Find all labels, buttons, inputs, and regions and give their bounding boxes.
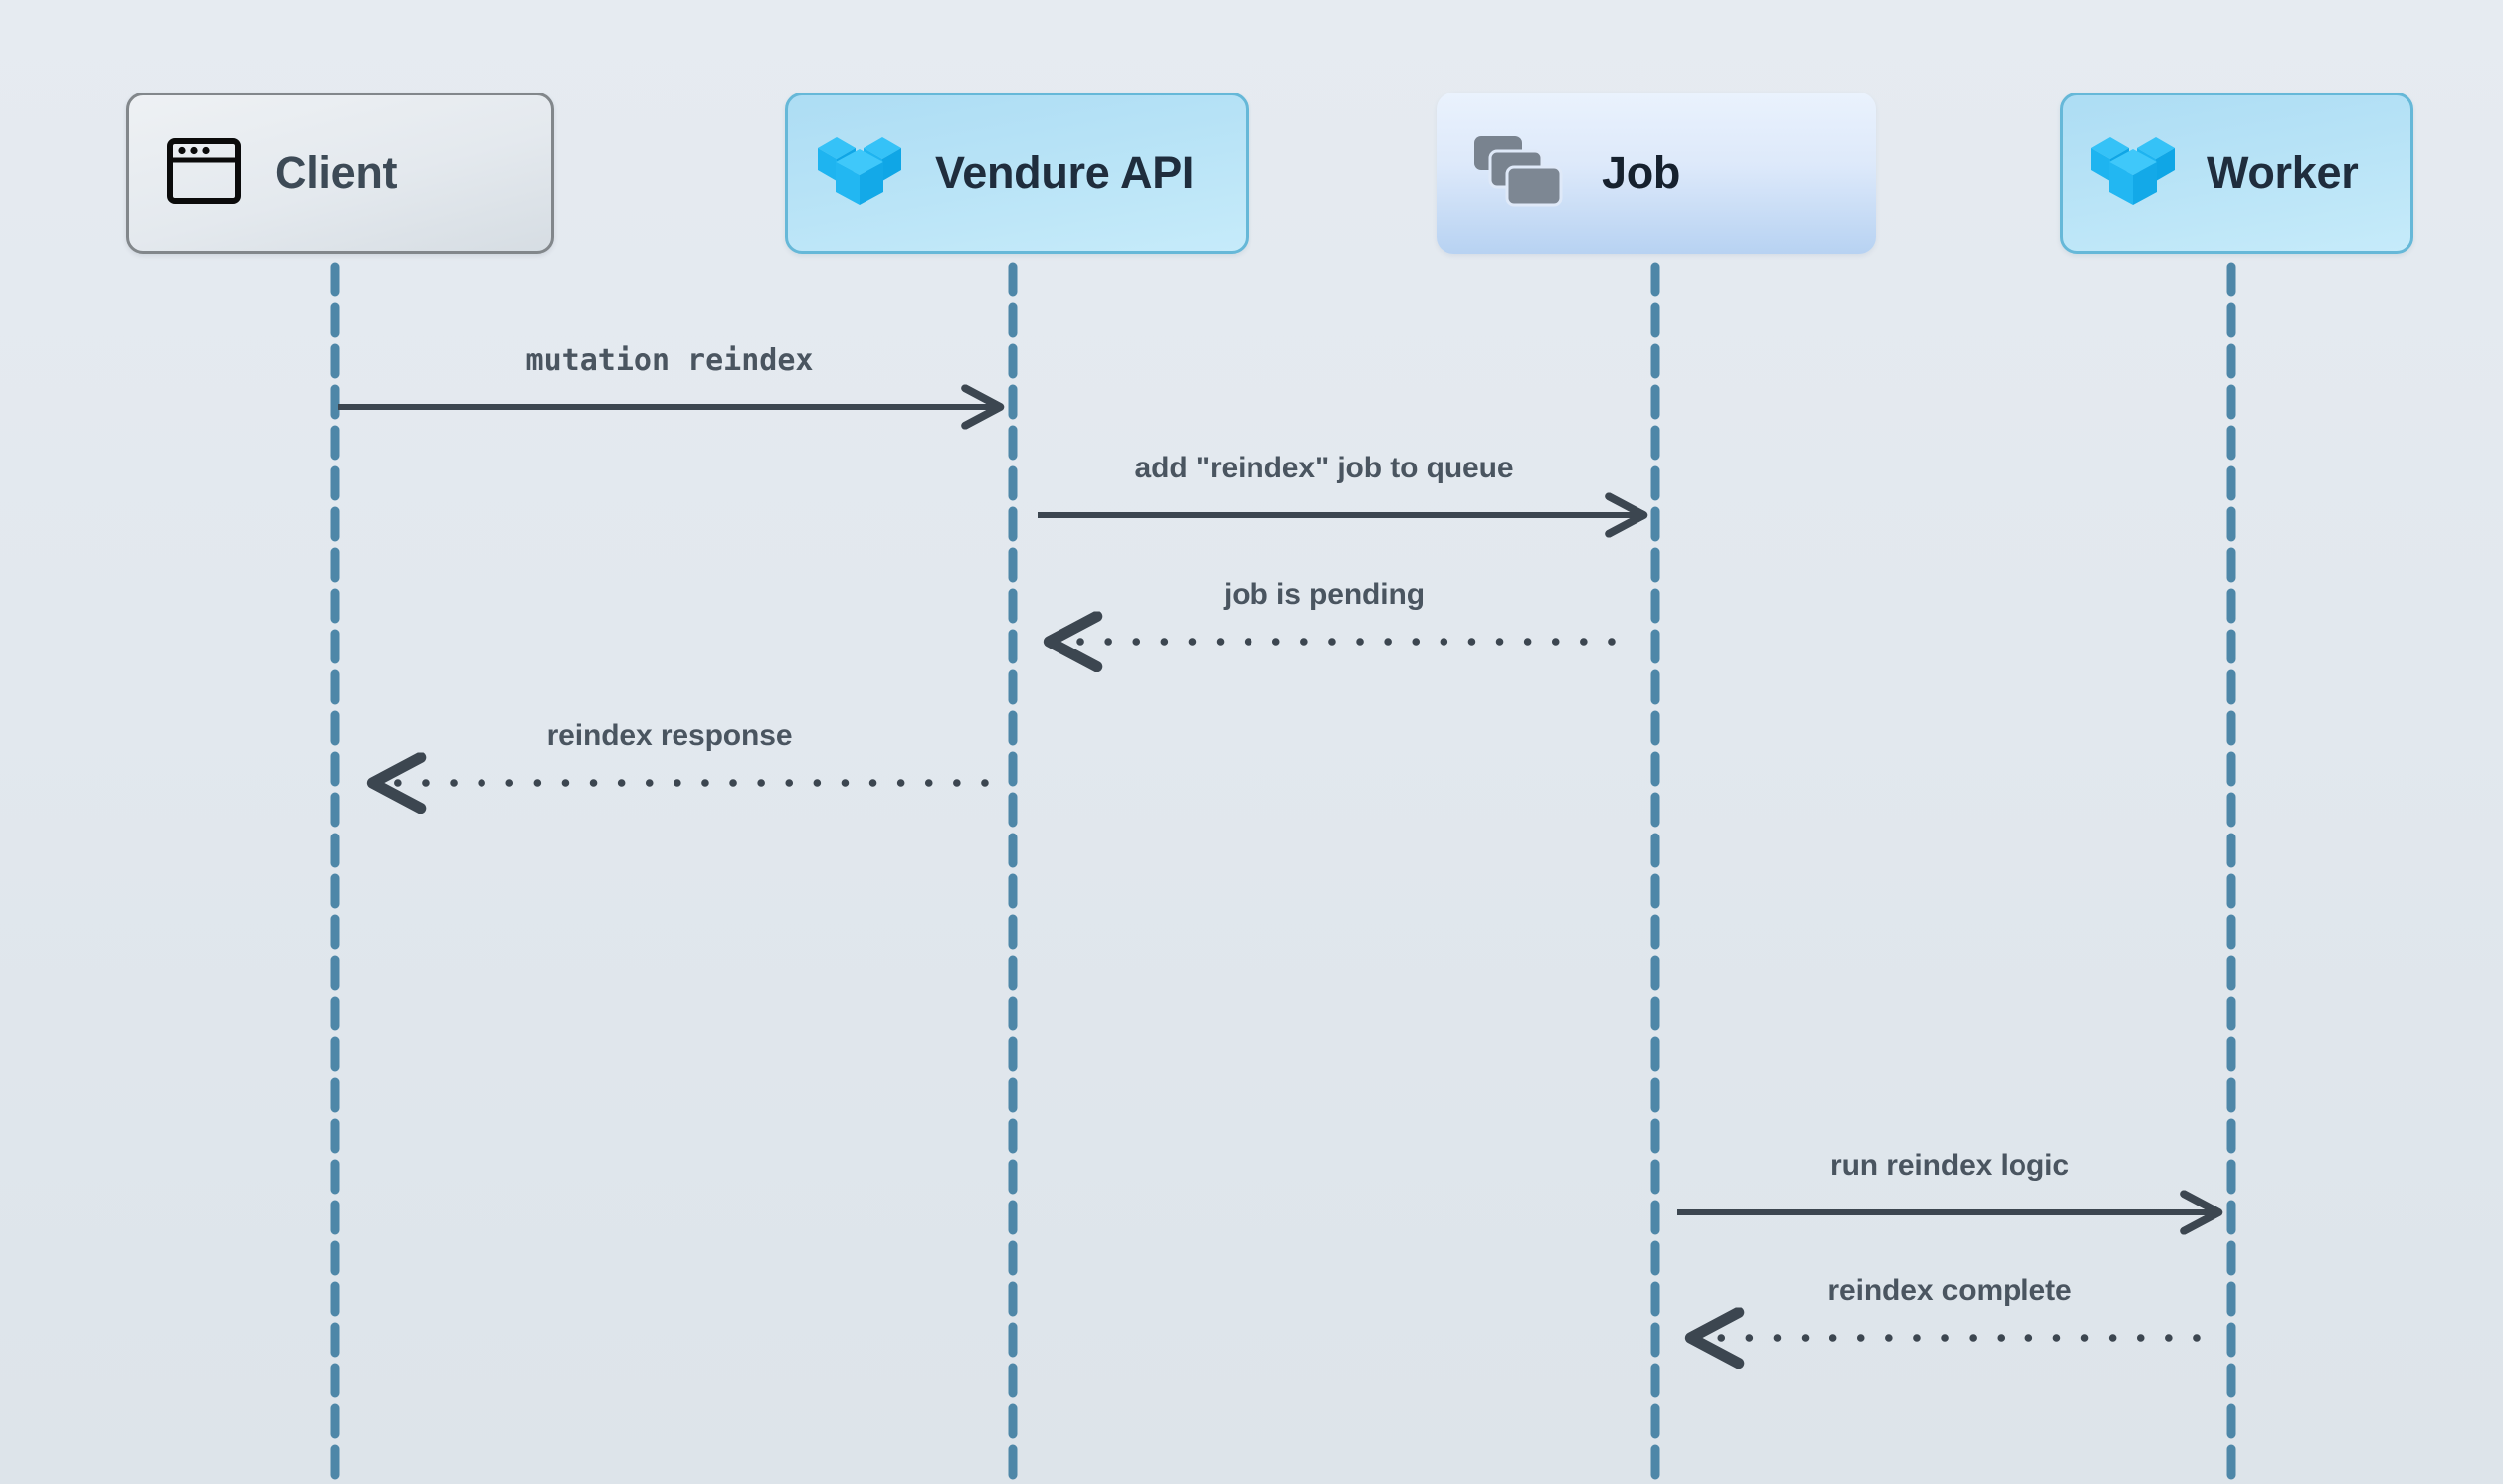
message-label-mutation-reindex: mutation reindex — [525, 343, 814, 378]
participant-label-job: Job — [1602, 147, 1681, 198]
stacked-cards-icon — [1472, 134, 1564, 213]
participant-worker[interactable]: Worker — [2060, 93, 2413, 254]
participant-client[interactable]: Client — [126, 93, 554, 254]
participant-label-worker: Worker — [2207, 147, 2359, 198]
message-label-reindex-complete: reindex complete — [1828, 1274, 2072, 1307]
participant-label-vendure-api: Vendure API — [935, 147, 1195, 198]
participant-label-client: Client — [275, 147, 398, 198]
browser-window-icon — [167, 137, 241, 209]
lifelines — [330, 262, 2236, 1484]
vendure-logo-icon — [816, 132, 903, 215]
participant-job[interactable]: Job — [1437, 93, 1876, 254]
message-label-job-is-pending: job is pending — [1224, 578, 1425, 611]
message-label-run-reindex-logic: run reindex logic — [1829, 1149, 2070, 1182]
participant-vendure-api[interactable]: Vendure API — [785, 93, 1249, 254]
message-label-reindex-response: reindex response — [546, 719, 793, 752]
vendure-logo-icon — [2089, 132, 2177, 215]
message-label-add-reindex-job: add "reindex" job to queue — [1134, 452, 1514, 484]
